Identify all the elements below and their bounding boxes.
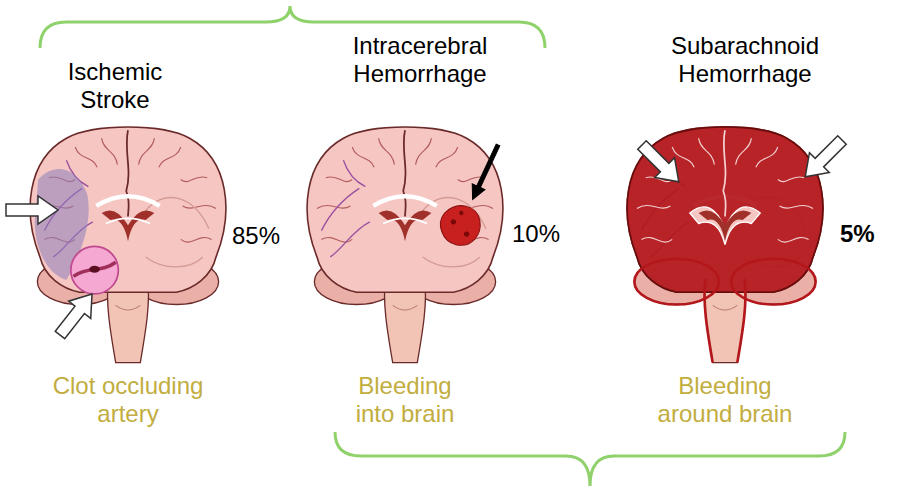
description-label: Bleeding into brain: [343, 372, 468, 428]
description-label: Clot occluding artery: [38, 372, 218, 428]
pointer-arrow: [795, 130, 852, 187]
title-label: Subarachnoid Hemorrhage: [650, 32, 840, 88]
bottom-brace: [335, 432, 845, 486]
percentage-label: 5%: [840, 220, 875, 248]
percentage-label: 85%: [232, 222, 280, 250]
percentage-label: 10%: [512, 220, 560, 248]
pointer-arrow: [6, 196, 58, 224]
title-label: Ischemic Stroke: [40, 58, 190, 114]
title-label: Intracerebral Hemorrhage: [330, 32, 510, 88]
pointer-arrow: [49, 285, 103, 343]
intracerebral-brain: [307, 127, 503, 363]
ischemic-brain: [30, 127, 226, 363]
subarachnoid-brain: [627, 127, 823, 363]
pointer-arrow: [632, 135, 689, 192]
pointer-arrow: [466, 142, 504, 202]
description-label: Bleeding around brain: [650, 372, 800, 428]
